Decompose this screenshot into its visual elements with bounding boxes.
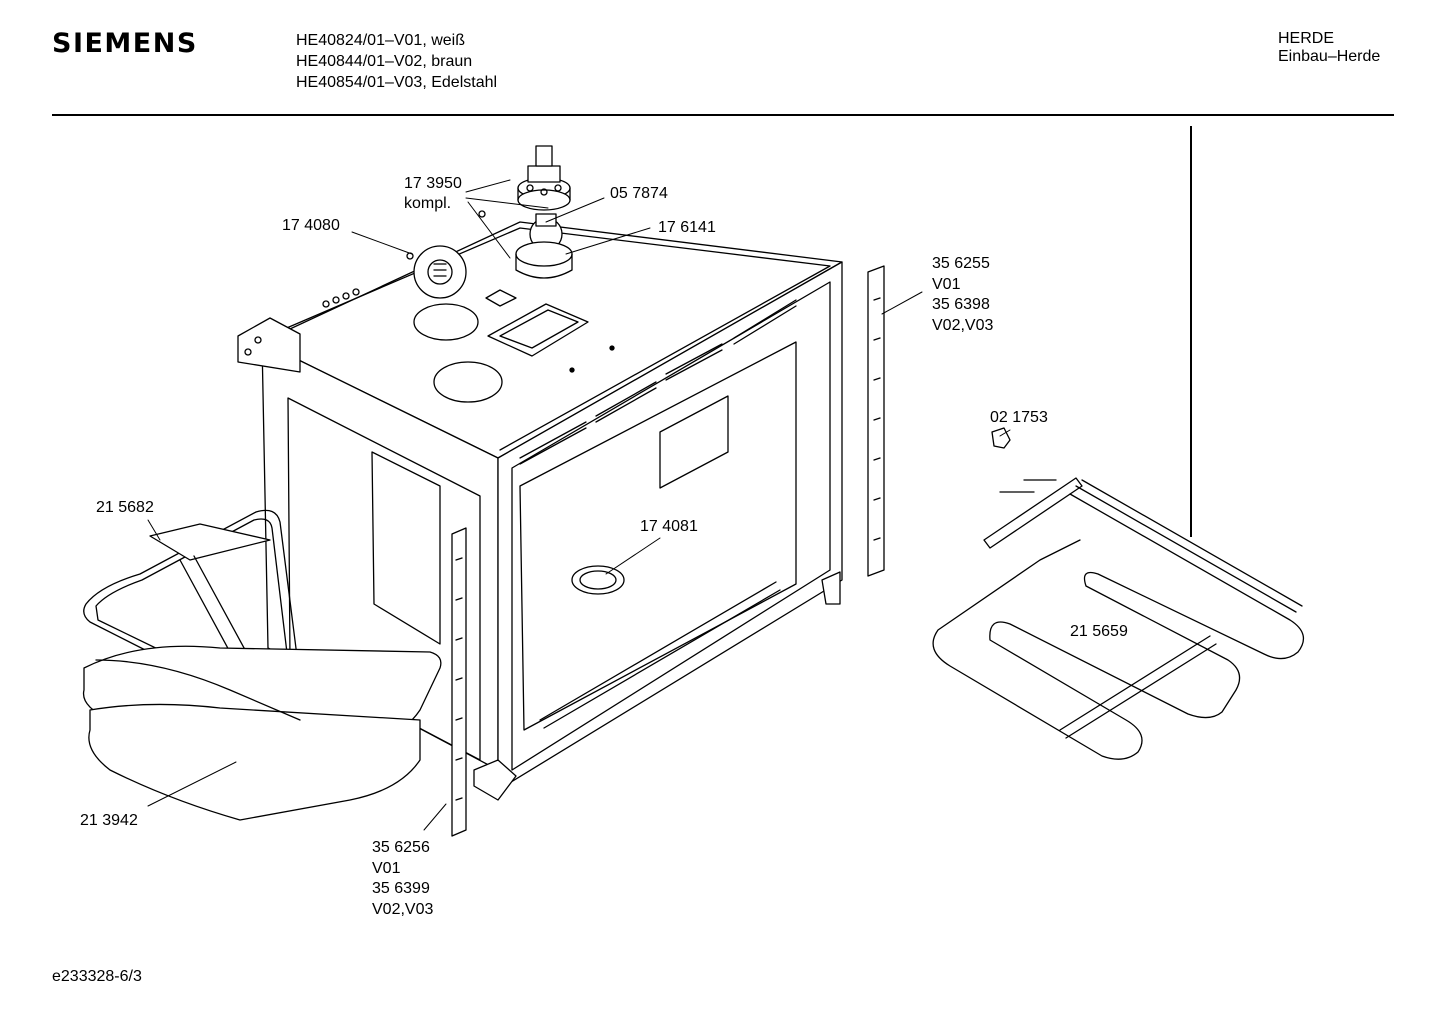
part-label-line: V02,V03 xyxy=(932,317,993,334)
part-label-line: 35 6255 xyxy=(932,255,990,272)
part-label-215682: 21 5682 xyxy=(96,499,154,516)
model-list: HE40824/01–V01, weiß HE40844/01–V02, bra… xyxy=(296,30,497,93)
vertical-divider xyxy=(1190,126,1192,537)
brand-logo: SIEMENS xyxy=(52,28,198,59)
category-subtitle: Einbau–Herde xyxy=(1278,48,1381,65)
part-label-line: 17 3950 xyxy=(404,175,462,192)
front-rail xyxy=(451,527,467,837)
part-label-line: 05 7874 xyxy=(610,185,668,202)
part-label-line: 35 6256 xyxy=(372,839,430,856)
part-label-173950: 17 3950 kompl. xyxy=(404,175,466,212)
part-label-021753: 02 1753 xyxy=(990,409,1048,426)
door-gasket xyxy=(82,645,442,821)
part-label-line: kompl. xyxy=(404,195,451,212)
header-rule xyxy=(52,114,1394,116)
part-label-356255: 35 6255 V01 35 6398 V02,V03 xyxy=(932,255,994,334)
right-rail xyxy=(867,265,885,577)
part-label-line: 35 6399 xyxy=(372,880,430,897)
part-label-line: 21 3942 xyxy=(80,812,138,829)
part-label-line: V01 xyxy=(932,276,961,293)
document-id: e233328-6/3 xyxy=(52,968,142,985)
category-title: HERDE xyxy=(1278,30,1335,47)
part-label-356256: 35 6256 V01 35 6399 V02,V03 xyxy=(372,839,434,918)
appliance-category: HERDE Einbau–Herde xyxy=(1278,30,1380,66)
part-label-line: V02,V03 xyxy=(372,901,433,918)
part-label-174081: 17 4081 xyxy=(640,518,698,535)
part-label-line: 17 6141 xyxy=(658,219,716,236)
clip-part xyxy=(991,427,1011,449)
model-line: HE40854/01–V03, Edelstahl xyxy=(296,74,498,91)
part-label-line: 21 5659 xyxy=(1070,623,1128,640)
thermostat-assembly xyxy=(515,145,573,279)
part-label-line: 17 4081 xyxy=(640,518,698,535)
leader-lines xyxy=(147,179,1011,831)
part-label-line: 35 6398 xyxy=(932,296,990,313)
part-label-215659: 21 5659 xyxy=(1070,623,1128,640)
part-label-174080: 17 4080 xyxy=(282,217,340,234)
bottom-heater xyxy=(932,477,1305,760)
part-label-057874: 05 7874 xyxy=(610,185,668,202)
part-label-line: 17 4080 xyxy=(282,217,340,234)
part-label-line: 21 5682 xyxy=(96,499,154,516)
part-label-line: V01 xyxy=(372,860,401,877)
part-label-line: 02 1753 xyxy=(990,409,1048,426)
part-label-176141: 17 6141 xyxy=(658,219,716,236)
part-label-213942: 21 3942 xyxy=(80,812,138,829)
model-line: HE40844/01–V02, braun xyxy=(296,53,473,70)
model-line: HE40824/01–V01, weiß xyxy=(296,32,465,49)
